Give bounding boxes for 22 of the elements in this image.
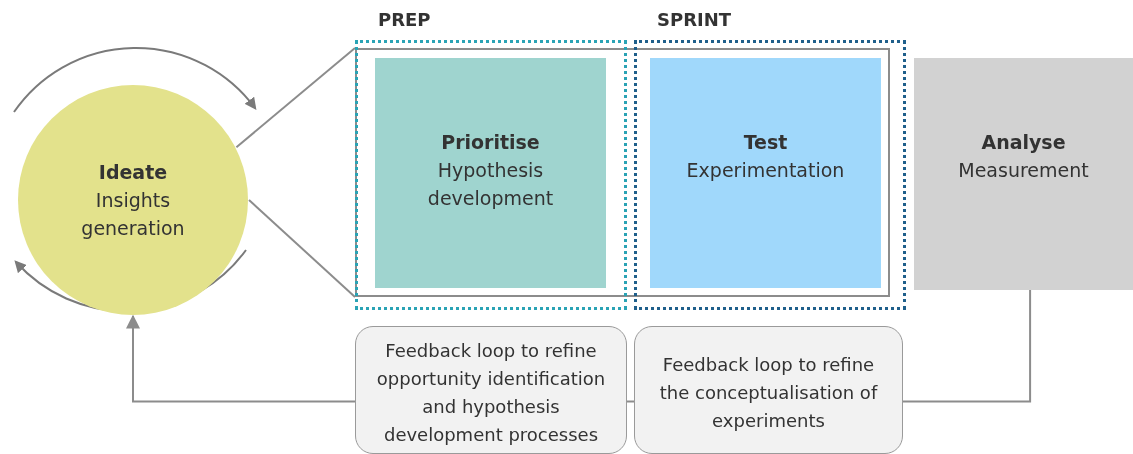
connector-line <box>626 400 635 403</box>
feedback-text: Feedback loop to refine opportunity identification and hypothesis development processes <box>375 339 607 447</box>
stage-box <box>375 58 606 288</box>
stage-title: Prioritise <box>441 130 540 155</box>
stage-subtitle: Measurement <box>958 158 1089 183</box>
stage-title: Ideate <box>98 160 168 185</box>
stage-box <box>914 58 1133 290</box>
note-box <box>634 326 903 454</box>
phase-title: SPRINT <box>657 9 732 30</box>
stage-box <box>650 58 881 288</box>
note-box <box>355 326 627 454</box>
stage-title: Analyse <box>981 130 1066 155</box>
stage-subtitle: Hypothesis development <box>426 158 555 211</box>
feedback-text: Feedback loop to refine the conceptualisation of experiments <box>658 353 879 433</box>
stage-subtitle: Insights generation <box>80 188 186 241</box>
connector-line <box>902 289 1032 403</box>
stage-title: Test <box>743 130 788 155</box>
zoom-frame <box>355 48 890 297</box>
connector-line <box>235 47 356 149</box>
stage-subtitle: Experimentation <box>686 158 845 183</box>
arrow <box>126 314 356 403</box>
phase-title: PREP <box>378 9 431 30</box>
